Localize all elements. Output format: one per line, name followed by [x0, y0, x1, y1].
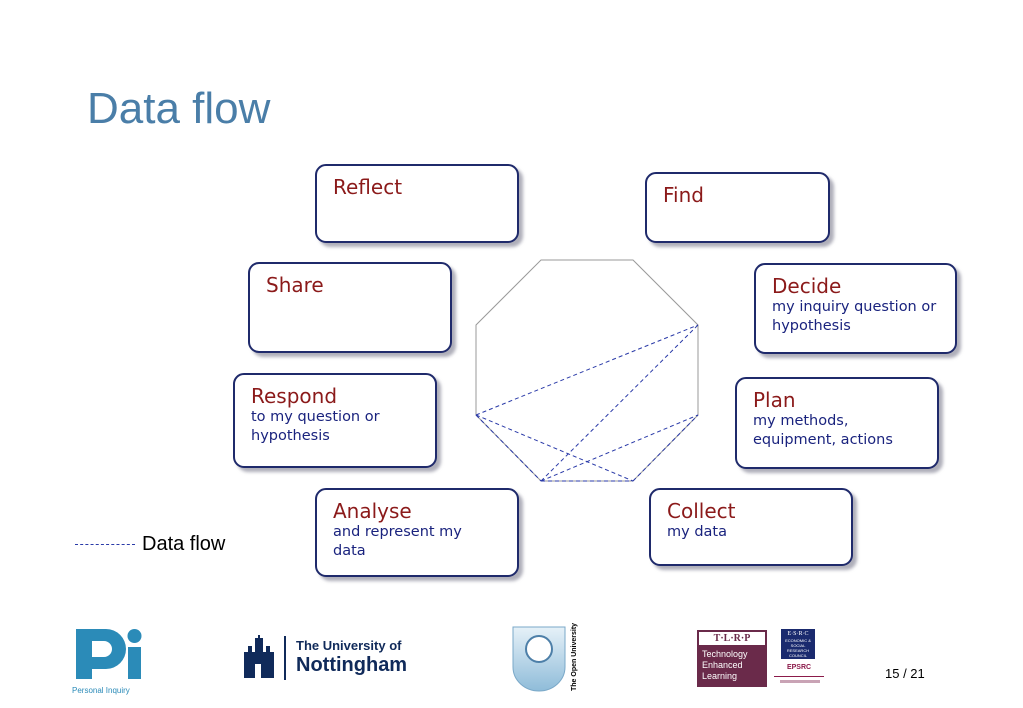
node-subtitle: my inquiry question or hypothesis	[772, 299, 937, 334]
node-subtitle: and represent my data	[333, 524, 462, 559]
node-title: Collect	[667, 499, 736, 523]
open-university-logo: The Open University	[511, 622, 591, 693]
node-find: Find	[645, 172, 830, 243]
node-reflect: Reflect	[315, 164, 519, 243]
node-share: Share	[248, 262, 452, 353]
flow-line	[475, 414, 634, 482]
tlrp-line3: Learning	[702, 671, 738, 681]
node-title: Reflect	[333, 175, 403, 199]
epsrc-tagline-decoration	[780, 680, 820, 683]
logo-divider	[284, 636, 286, 680]
esrc-mark: E·S·R·C	[787, 631, 809, 637]
slide-title: Data flow	[87, 84, 271, 133]
castle-icon	[244, 635, 274, 678]
flow-line	[540, 414, 699, 482]
node-collect: Collect my data	[649, 488, 853, 566]
node-subtitle: my methods, equipment, actions	[753, 413, 893, 448]
node-title: Decide	[772, 274, 842, 298]
node-title: Find	[663, 183, 704, 207]
nottingham-line1: The University of	[296, 638, 402, 653]
nottingham-logo: The University of Nottingham	[240, 634, 420, 682]
node-title: Share	[266, 273, 324, 297]
personal-inquiry-logo: Personal Inquiry	[72, 625, 152, 695]
node-title: Analyse	[333, 499, 412, 523]
esrc-text: ECONOMIC & SOCIAL RESEARCH COUNCIL	[785, 638, 811, 658]
node-respond: Respond to my question or hypothesis	[233, 373, 437, 468]
flow-line	[475, 324, 699, 416]
node-subtitle: to my question or hypothesis	[251, 409, 380, 444]
personal-inquiry-text: Personal Inquiry	[72, 686, 130, 695]
open-university-shield-icon	[512, 626, 566, 692]
legend-dashed-line	[75, 544, 135, 545]
flow-line	[632, 414, 699, 482]
epsrc-logo: EPSRC	[786, 664, 812, 671]
node-title: Plan	[753, 388, 796, 412]
tlrp-mark: T·L·R·P	[699, 632, 765, 645]
node-title: Respond	[251, 384, 338, 408]
nottingham-line2: Nottingham	[296, 654, 408, 676]
page-number: 15 / 21	[885, 666, 925, 681]
tlrp-logo: T·L·R·P Technology Enhanced Learning	[697, 630, 767, 687]
flow-line	[540, 324, 699, 482]
node-plan: Plan my methods, equipment, actions	[735, 377, 939, 469]
epsrc-underline	[774, 676, 824, 677]
tlrp-line1: Technology	[702, 649, 748, 659]
node-subtitle: my data	[667, 524, 727, 540]
tlrp-line2: Enhanced	[702, 660, 743, 670]
flow-line	[475, 414, 542, 482]
esrc-logo: E·S·R·C ECONOMIC & SOCIAL RESEARCH COUNC…	[781, 629, 815, 659]
legend-label: Data flow	[142, 533, 226, 555]
open-university-text: The Open University	[571, 622, 578, 691]
personal-inquiry-icon	[76, 629, 142, 679]
node-decide: Decide my inquiry question or hypothesis	[754, 263, 957, 354]
node-analyse: Analyse and represent my data	[315, 488, 519, 577]
